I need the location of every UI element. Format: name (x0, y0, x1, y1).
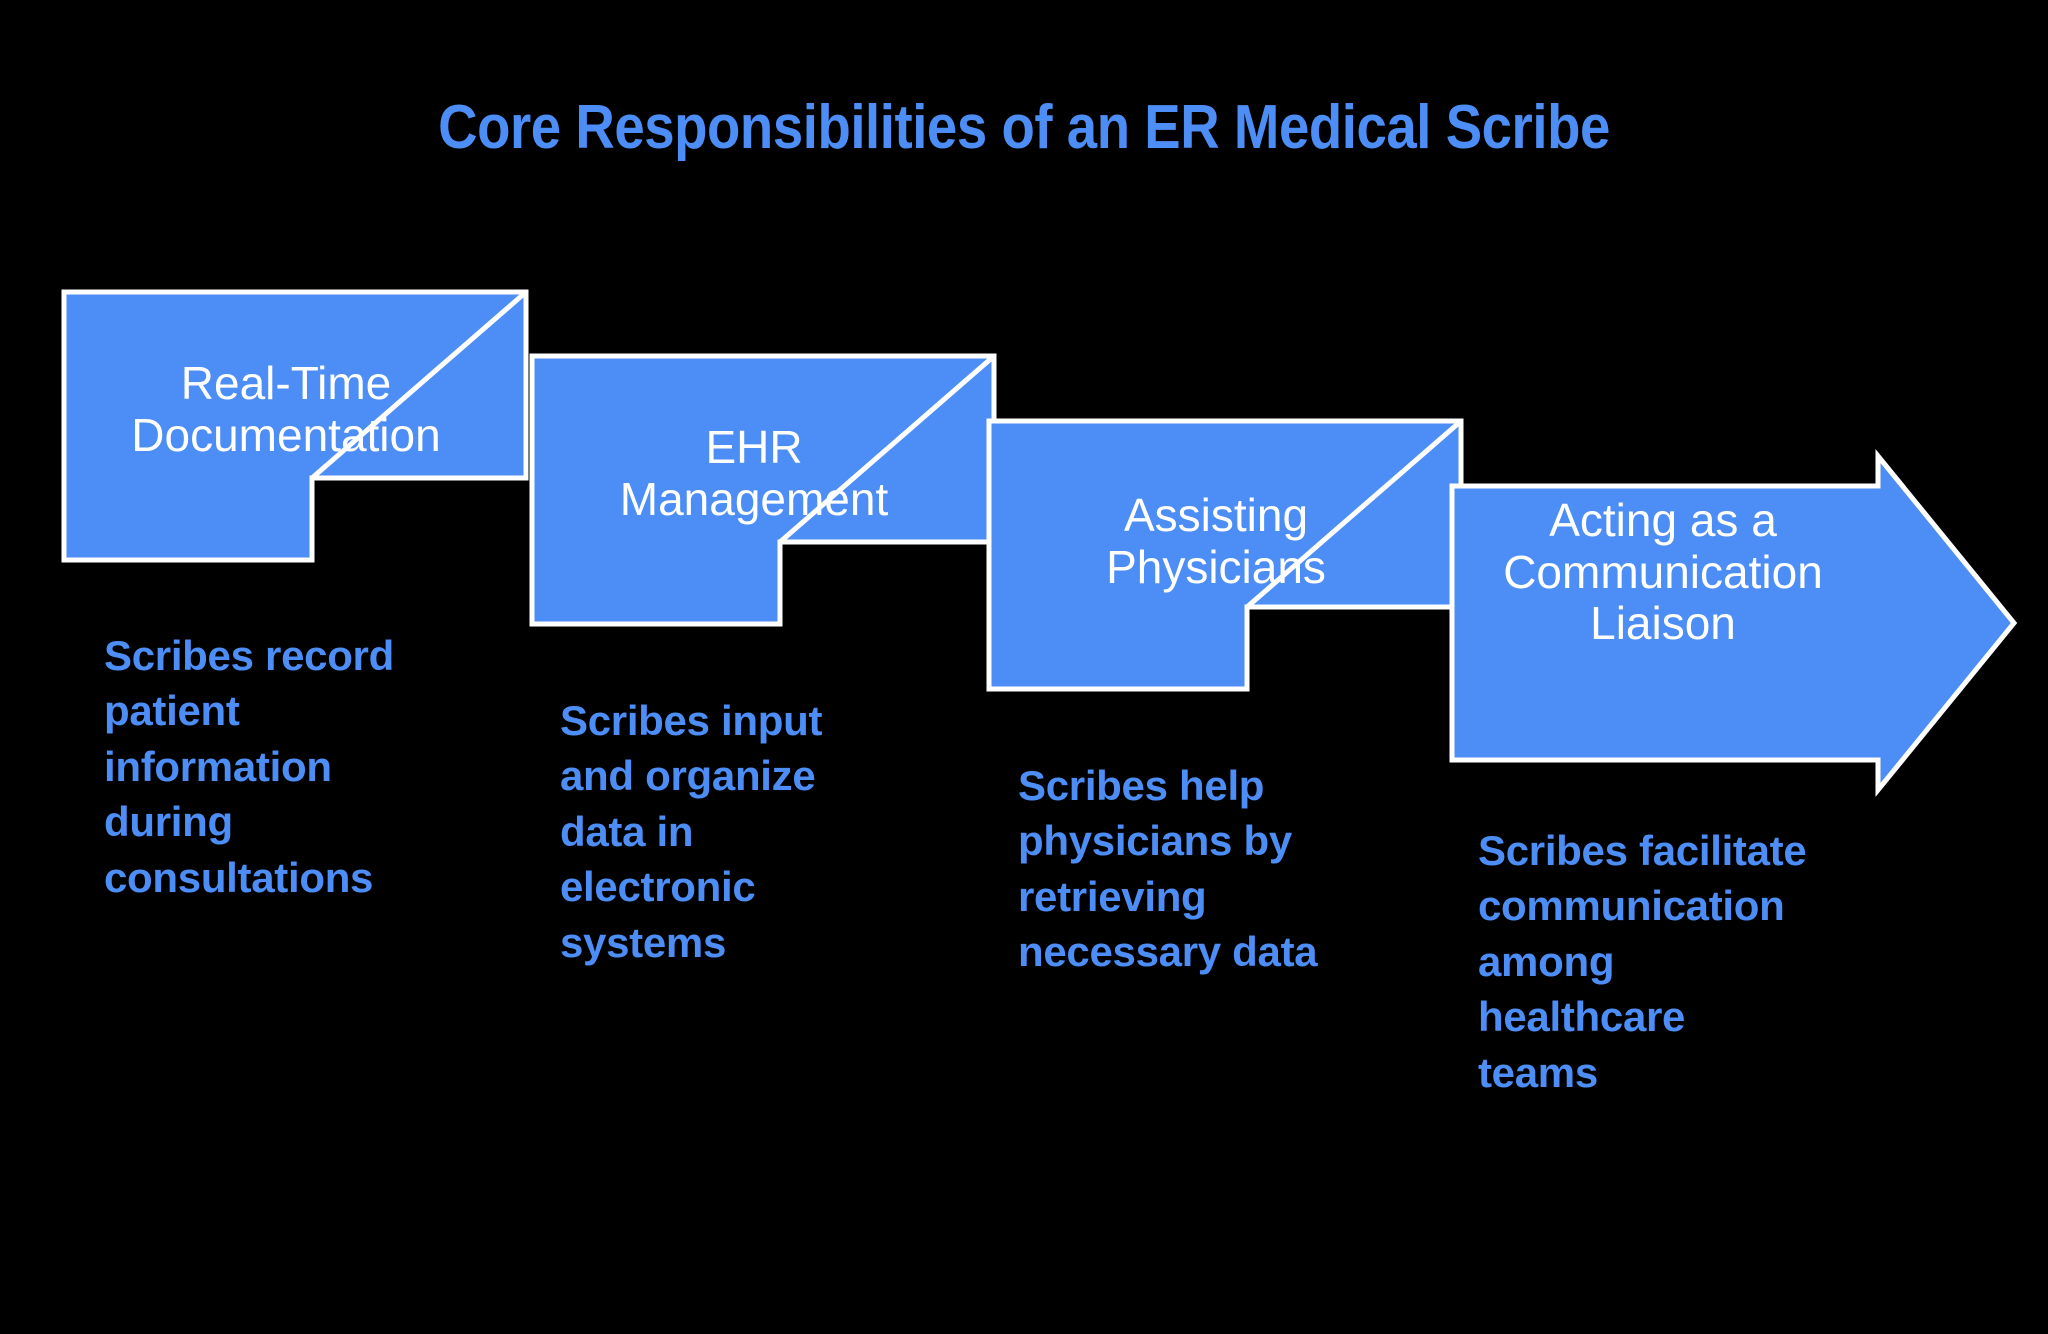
step-1-fold-line (310, 290, 528, 480)
process-step-2-shape[interactable] (528, 352, 998, 632)
step-1-body (61, 289, 529, 563)
process-step-1-shape[interactable] (60, 288, 530, 568)
process-step-3-shape[interactable] (985, 417, 1465, 697)
process-step-2-caption: Scribes input and organize data in elect… (560, 697, 823, 966)
process-step-4-caption: Scribes facilitate communication among h… (1478, 827, 1807, 1096)
process-step-1-caption: Scribes record patient information durin… (104, 632, 394, 901)
process-step-3-caption: Scribes help physicians by retrieving ne… (1018, 762, 1318, 976)
step-2-fold-line (778, 354, 996, 544)
page-title: Core Responsibilities of an ER Medical S… (438, 93, 1610, 162)
step-3-body (986, 418, 1464, 692)
step-2-body (529, 353, 997, 627)
process-step-4-shape[interactable] (1448, 448, 2018, 802)
step-4-arrow-body (1449, 448, 2018, 798)
step-3-fold-line (1245, 419, 1463, 609)
